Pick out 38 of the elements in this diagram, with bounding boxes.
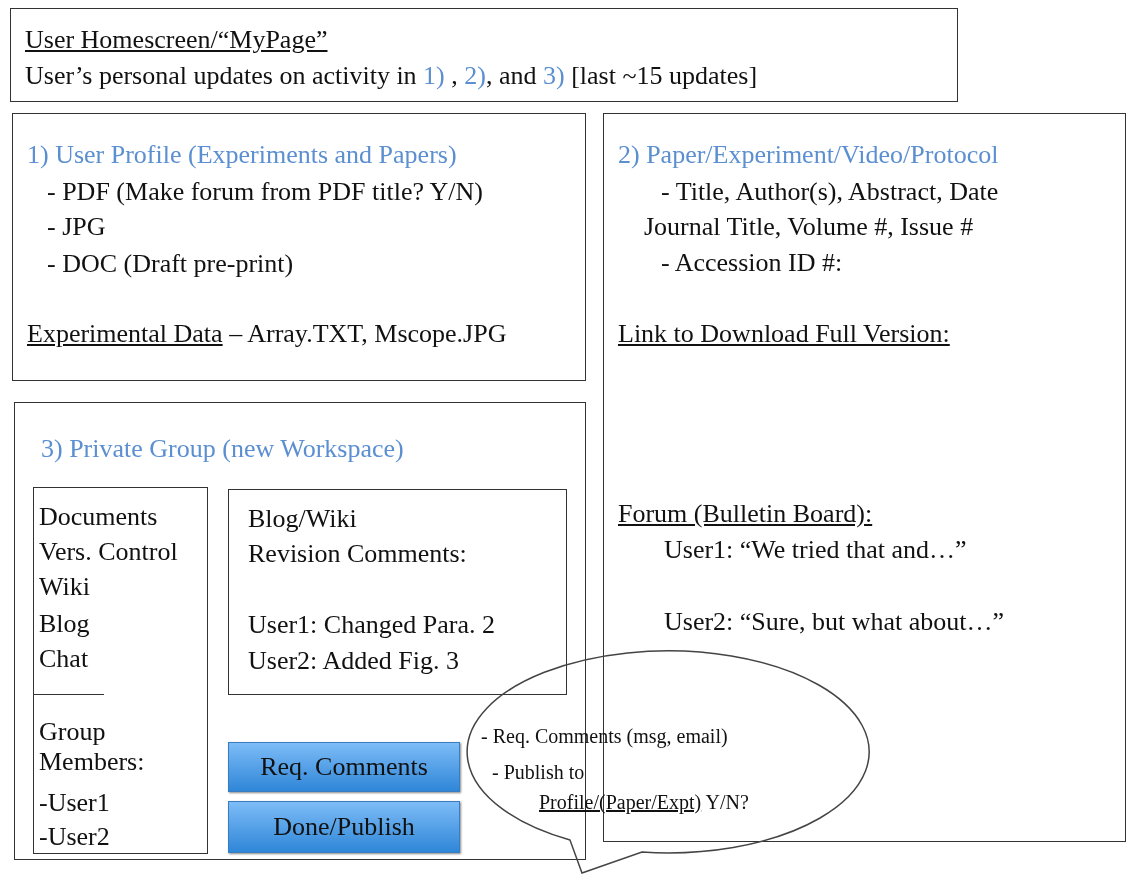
list-item: - DOC (Draft pre-print) bbox=[47, 249, 294, 278]
list-item: Journal Title, Volume #, Issue # bbox=[644, 212, 974, 241]
panel-heading: Revision Comments: bbox=[248, 539, 467, 568]
section-panel bbox=[12, 113, 586, 381]
member-name: -User2 bbox=[39, 822, 110, 851]
callout-text: - Publish to bbox=[492, 761, 585, 783]
list-item: - PDF (Make forum from PDF title? Y/N) bbox=[47, 177, 483, 206]
action-button: Done/Publish bbox=[228, 801, 460, 853]
menu-item: Vers. Control bbox=[39, 537, 178, 566]
action-button: Req. Comments bbox=[228, 742, 460, 792]
revision-comment: User2: Added Fig. 3 bbox=[248, 646, 459, 675]
list-item: - JPG bbox=[47, 212, 106, 241]
list-heading: Group Members: bbox=[39, 717, 146, 777]
menu-item: Chat bbox=[39, 644, 89, 673]
section-heading: 3) Private Group (new Workspace) bbox=[41, 434, 404, 463]
section-label: Link to Download Full Version: bbox=[618, 319, 950, 348]
inner-panel bbox=[33, 487, 208, 854]
section-heading: 2) Paper/Experiment/Video/Protocol bbox=[618, 140, 999, 169]
section-label: Experimental Data bbox=[27, 319, 223, 348]
list-item: - Title, Author(s), Abstract, Date bbox=[661, 177, 999, 206]
forum-post: User1: “We tried that and…” bbox=[664, 535, 967, 564]
menu-item: Wiki bbox=[39, 572, 90, 601]
page-title: User Homescreen/“MyPage” bbox=[25, 25, 328, 54]
header-box bbox=[10, 8, 958, 102]
callout-text: Y/N? bbox=[705, 791, 749, 813]
section-heading: 1) User Profile (Experiments and Papers) bbox=[27, 140, 457, 169]
menu-item: Documents bbox=[39, 502, 158, 531]
list-item: - Accession ID #: bbox=[661, 248, 843, 277]
section-label: Forum (Bulletin Board): bbox=[618, 499, 873, 528]
menu-item: Blog bbox=[39, 609, 90, 638]
summary-text: User’s personal updates on activity in 1) , 2), and 3) [last ~15 updates] bbox=[25, 61, 758, 90]
panel-heading: Blog/Wiki bbox=[248, 504, 357, 533]
speech-bubble-callout bbox=[466, 650, 868, 875]
forum-post: User2: “Sure, but what about…” bbox=[664, 607, 1005, 636]
inner-panel bbox=[228, 489, 567, 695]
revision-comment: User1: Changed Para. 2 bbox=[248, 610, 495, 639]
member-name: -User1 bbox=[39, 788, 110, 817]
file-list-text: – Array.TXT, Mscope.JPG bbox=[229, 319, 507, 348]
